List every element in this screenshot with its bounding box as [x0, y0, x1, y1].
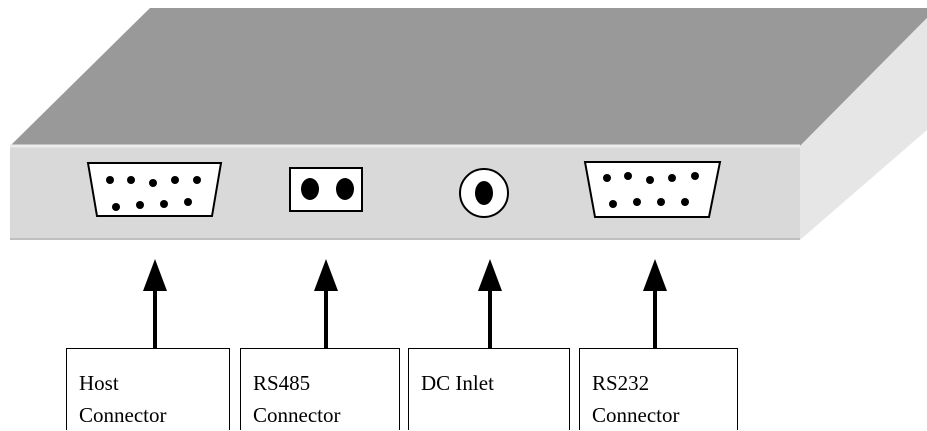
enclosure-side-face: [800, 18, 927, 240]
host-connector-port: [86, 162, 223, 217]
dc-inlet-label: DC Inlet: [408, 348, 570, 430]
dc-inlet-port: [459, 168, 509, 218]
rs232-connector-label: RS232 Connector: [579, 348, 738, 430]
dc-inlet-arrow: [478, 259, 502, 348]
rs485-connector-label: RS485 Connector: [240, 348, 400, 430]
rs232-connector-port: [583, 161, 722, 218]
rs485-connector-port: [289, 167, 363, 212]
host-connector-label: Host Connector: [66, 348, 230, 430]
rs485-connector-arrow: [314, 259, 338, 348]
rs232-connector-arrow: [643, 259, 667, 348]
enclosure-top-face: [10, 8, 927, 146]
host-connector-arrow: [143, 259, 167, 348]
